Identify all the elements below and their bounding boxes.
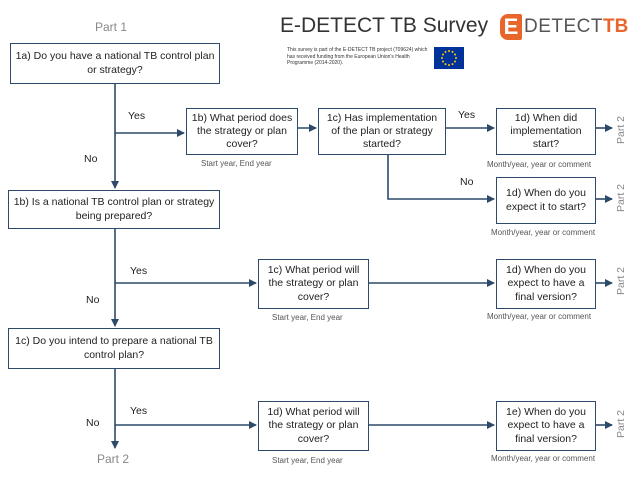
edetect-tb-logo: E DETECT TB xyxy=(500,14,628,40)
part-2-label-b: Part 2 xyxy=(615,183,628,213)
yes-label-1c: Yes xyxy=(458,109,476,121)
survey-title: E-DETECT TB Survey xyxy=(280,14,489,37)
yes-label-1b: Yes xyxy=(130,265,148,277)
eu-flag-icon xyxy=(434,47,464,69)
funding-notice: This survey is part of the E-DETECT TB p… xyxy=(287,47,428,66)
box-1a-national-plan: 1a) Do you have a national TB control pl… xyxy=(10,43,220,84)
hint-month-year-2: Month/year, year or comment xyxy=(491,228,596,237)
box-1d-period: 1d) What period will the strategy or pla… xyxy=(258,401,369,451)
part-2-label-c: Part 2 xyxy=(615,266,628,296)
box-1e-final-version: 1e) When do you expect to have a final v… xyxy=(496,401,596,451)
hint-start-end-1: Start year, End year xyxy=(201,159,272,168)
box-1c-intend: 1c) Do you intend to prepare a national … xyxy=(8,328,220,369)
hint-month-year-1: Month/year, year or comment xyxy=(487,160,592,169)
no-label-1c-intend: No xyxy=(86,417,100,429)
hint-month-year-3: Month/year, year or comment xyxy=(487,312,592,321)
no-label-1a: No xyxy=(84,153,98,165)
arrow-1c-no xyxy=(387,155,495,203)
box-1d-expect-start: 1d) When do you expect it to start? xyxy=(496,177,596,224)
yes-label-1a: Yes xyxy=(128,110,146,122)
box-1b-period: 1b) What period does the strategy or pla… xyxy=(186,108,298,155)
logo-detect-text: DETECT xyxy=(524,16,603,37)
box-1c-started: 1c) Has implementation of the plan or st… xyxy=(318,108,446,155)
logo-e-mark: E xyxy=(500,14,522,40)
hint-start-end-2: Start year, End year xyxy=(272,313,343,322)
part-2-label-d: Part 2 xyxy=(615,409,628,439)
part-1-label: Part 1 xyxy=(95,20,128,34)
part-2-bottom-label: Part 2 xyxy=(97,452,130,466)
hint-start-end-3: Start year, End year xyxy=(272,456,343,465)
box-1b-prepared: 1b) Is a national TB control plan or str… xyxy=(8,190,220,229)
logo-tb-text: TB xyxy=(603,16,629,37)
no-label-1b: No xyxy=(86,294,100,306)
no-label-1c: No xyxy=(460,176,474,188)
hint-month-year-4: Month/year, year or comment xyxy=(491,454,596,463)
part-2-label-a: Part 2 xyxy=(615,115,628,145)
box-1d-when-did: 1d) When did implementation start? xyxy=(496,108,596,155)
box-1c-period: 1c) What period will the strategy or pla… xyxy=(258,259,369,309)
yes-label-1c-intend: Yes xyxy=(130,405,148,417)
box-1d-final-version: 1d) When do you expect to have a final v… xyxy=(496,259,596,309)
